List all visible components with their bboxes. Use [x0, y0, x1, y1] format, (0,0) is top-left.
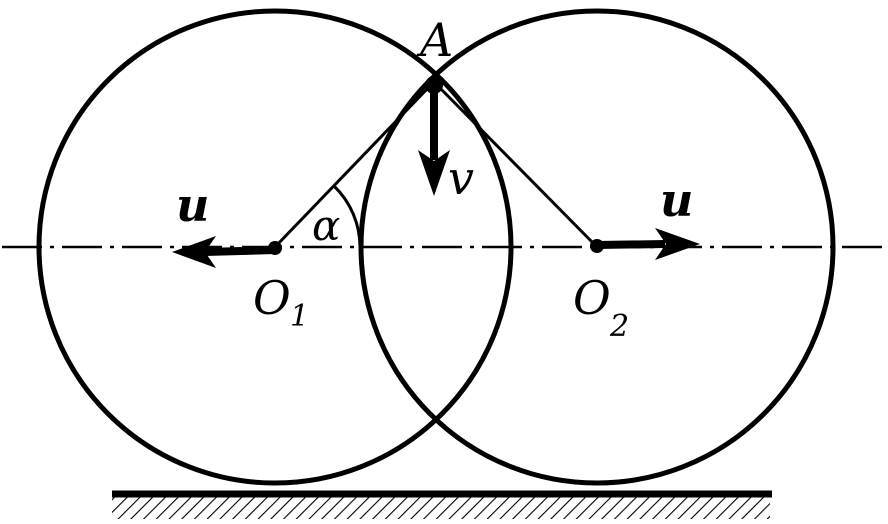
- radius-o2-a: [438, 86, 599, 249]
- label-o2-letter: O: [573, 271, 611, 325]
- circle-left: [36, 8, 514, 486]
- ground-hatching: [112, 497, 770, 519]
- center-o1-dot: [268, 241, 282, 255]
- angle-arc: [332, 184, 362, 248]
- label-o1-letter: O: [253, 271, 291, 325]
- label-u-right: u: [660, 173, 693, 227]
- label-angle: α: [312, 201, 340, 250]
- label-o1-subscript: 1: [290, 299, 309, 334]
- center-o2-dot: [590, 239, 604, 253]
- label-o2: O 2: [573, 271, 629, 344]
- radius-o1-a: [273, 86, 430, 249]
- label-u-left: u: [176, 178, 209, 232]
- point-a-dot: [425, 76, 443, 94]
- velocity-u-right-arrow: [596, 228, 700, 260]
- label-o1: O 1: [253, 271, 309, 334]
- label-a: A: [416, 13, 453, 67]
- velocity-v-arrow: [418, 92, 450, 196]
- circle-right: [358, 8, 836, 486]
- label-o2-subscript: 2: [609, 309, 629, 344]
- label-v: v: [448, 151, 474, 205]
- velocity-u-left-arrow: [172, 236, 276, 268]
